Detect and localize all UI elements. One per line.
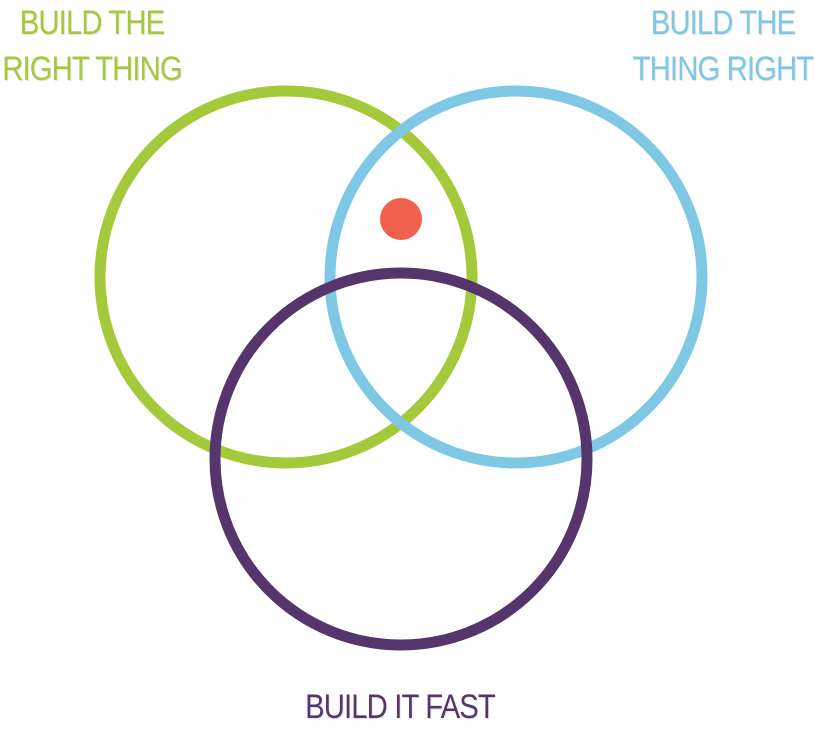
circle-build-the-right-thing xyxy=(94,85,478,469)
circle-build-the-thing-right xyxy=(324,85,708,469)
label-thing-right-line1: BUILD THE xyxy=(650,4,796,42)
target-dot xyxy=(380,198,422,240)
label-right-thing-line2: RIGHT THING xyxy=(2,50,182,88)
label-right-thing-line1: BUILD THE xyxy=(19,4,165,42)
circle-build-it-fast xyxy=(209,267,593,651)
label-build-it-fast: BUILD IT FAST xyxy=(280,684,521,730)
label-thing-right-line2: THING RIGHT xyxy=(632,50,814,88)
label-build-the-right-thing: BUILD THE RIGHT THING xyxy=(0,0,184,92)
label-build-the-thing-right: BUILD THE THING RIGHT xyxy=(631,0,815,92)
label-fast-text: BUILD IT FAST xyxy=(305,688,496,726)
